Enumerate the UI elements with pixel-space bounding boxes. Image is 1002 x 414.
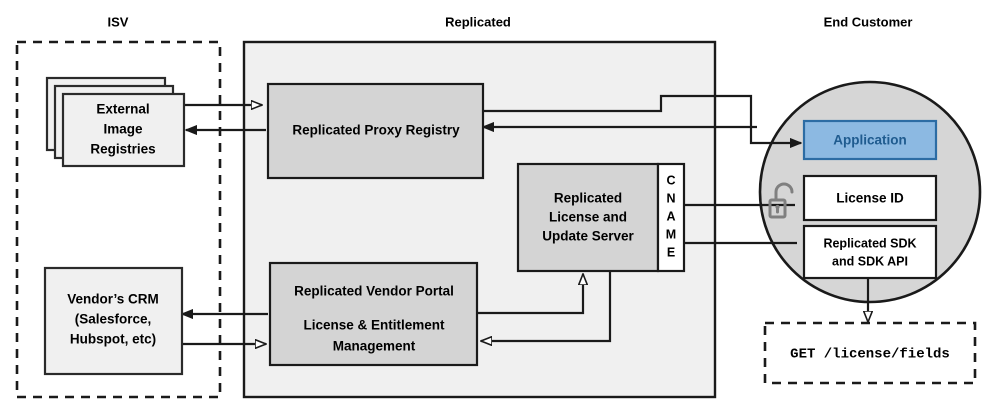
cname-letter-e: E	[667, 245, 675, 259]
replicated-sdk-box[interactable]	[802, 224, 938, 280]
replicated-proxy-registry-label: Replicated Proxy Registry	[292, 123, 460, 138]
zone-title-end-customer: End Customer	[824, 14, 913, 29]
zone-title-isv: ISV	[108, 14, 129, 29]
cname-letter-c: C	[666, 173, 675, 187]
flow-proxy-to-application	[483, 94, 801, 143]
external-image-registries-line-2: Image	[103, 122, 143, 137]
vendors-crm-box[interactable]	[43, 266, 184, 376]
license-server-line-2: License and	[549, 210, 627, 225]
vendor-portal-line-2: License & Entitlement	[303, 318, 445, 333]
external-image-registries-box[interactable]	[61, 92, 186, 168]
flow-license-server-to-vendor-portal	[481, 271, 612, 341]
license-server-line-1: Replicated	[554, 191, 622, 206]
replicated-license-update-server-box[interactable]	[516, 162, 660, 273]
vendor-portal-line-1: Replicated Vendor Portal	[294, 284, 454, 299]
external-image-registries-line-1: External	[96, 102, 149, 117]
license-id-box[interactable]	[802, 174, 938, 222]
application-label: Application	[833, 133, 907, 148]
cname-letter-n: N	[666, 191, 675, 205]
flow-vendor-portal-to-license-server	[477, 274, 583, 315]
license-id-label: License ID	[836, 191, 904, 206]
unlocked-padlock-icon	[768, 182, 794, 219]
replicated-vendor-portal-box[interactable]	[268, 261, 479, 367]
application-box[interactable]	[802, 119, 938, 161]
vendors-crm-line-2: (Salesforce,	[75, 312, 152, 327]
zone-title-replicated: Replicated	[445, 14, 511, 29]
get-license-fields-boundary	[763, 321, 977, 385]
vendors-crm-line-3: Hubspot, etc)	[70, 332, 156, 347]
vendor-portal-line-3: Management	[333, 339, 416, 354]
get-license-fields-label: GET /license/fields	[790, 347, 950, 363]
cname-letter-m: M	[666, 227, 676, 241]
isv-zone-boundary	[15, 40, 222, 399]
replicated-proxy-registry-box[interactable]	[266, 82, 485, 180]
replicated-sdk-line-1: Replicated SDK	[823, 236, 916, 250]
cname-strip-box[interactable]	[656, 162, 686, 273]
replicated-sdk-line-2: and SDK API	[832, 254, 908, 268]
license-server-line-3: Update Server	[542, 229, 634, 244]
cname-letter-a: A	[666, 209, 675, 223]
external-image-registries-line-3: Registries	[90, 142, 155, 157]
vendors-crm-line-1: Vendor’s CRM	[67, 292, 159, 307]
